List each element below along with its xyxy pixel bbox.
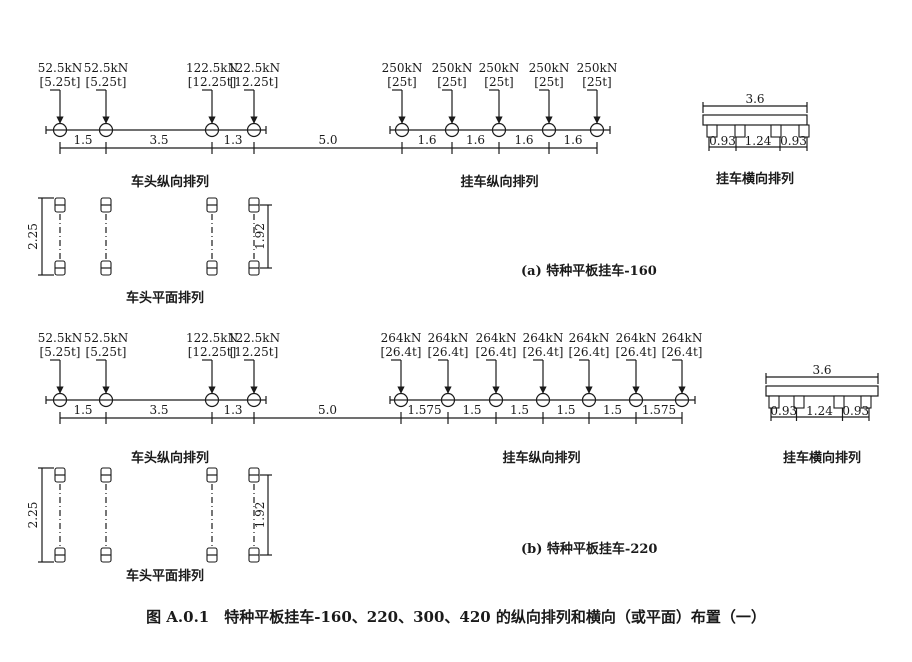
tractor-plan-label: 车头平面排列 <box>126 568 204 584</box>
spacing-value: 1.5 <box>556 403 575 417</box>
transverse-spacing-value: 1.24 <box>806 404 833 418</box>
spacing-value: 1.575 <box>407 403 441 417</box>
spacing-value: 1.5 <box>73 133 92 147</box>
plan-inner-value: 1.92 <box>253 223 267 250</box>
tractor-load-tonnage: [5.25t] <box>86 75 127 89</box>
transverse-spacing-value: 0.93 <box>709 134 736 148</box>
tractor-plan-label: 车头平面排列 <box>126 290 204 306</box>
trailer-load-tonnage: [26.4t] <box>523 345 564 359</box>
trailer-load-label: 250kN <box>382 61 423 75</box>
trailer-load-tonnage: [26.4t] <box>381 345 422 359</box>
trailer-load-label: 264kN <box>476 331 517 345</box>
trailer-load-tonnage: [26.4t] <box>569 345 610 359</box>
trailer-load-label: 264kN <box>523 331 564 345</box>
transverse-wheel <box>860 395 872 409</box>
tractor-longitudinal-label: 车头纵向排列 <box>131 174 209 190</box>
transverse-wheel <box>706 124 718 138</box>
tractor-load-tonnage: [5.25t] <box>40 345 81 359</box>
trailer-load-label: 264kN <box>662 331 703 345</box>
spacing-value: 1.3 <box>223 403 242 417</box>
transverse-spacing-value: 0.93 <box>842 404 869 418</box>
gap-value: 5.0 <box>318 403 337 417</box>
spacing-value: 1.6 <box>563 133 582 147</box>
plan-inner-value: 1.92 <box>253 502 267 529</box>
trailer-load-tonnage: [25t] <box>387 75 416 89</box>
spacing-value: 1.5 <box>462 403 481 417</box>
spacing-value: 1.6 <box>466 133 485 147</box>
trailer-load-label: 264kN <box>381 331 422 345</box>
transverse-wheel <box>768 395 780 409</box>
trailer-load-label: 250kN <box>577 61 618 75</box>
transverse-wheel <box>770 124 782 138</box>
plan-width-value: 2.25 <box>26 223 40 250</box>
transverse-spacing-value: 0.93 <box>770 404 797 418</box>
tractor-load-label: 122.5kN <box>186 61 238 75</box>
tractor-load-label: 52.5kN <box>38 61 83 75</box>
panel-caption: (a) 特种平板挂车-160 <box>521 263 657 279</box>
transverse-width-value: 3.6 <box>812 363 831 377</box>
transverse-label: 挂车横向排列 <box>716 171 794 187</box>
trailer-load-label: 250kN <box>479 61 520 75</box>
spacing-value: 1.6 <box>417 133 436 147</box>
plan-width-value: 2.25 <box>26 502 40 529</box>
panel-a: 52.5kN[5.25t]52.5kN[5.25t] 122.5kN[12.25t… <box>26 61 810 306</box>
spacing-value: 3.5 <box>149 133 168 147</box>
tractor-load-tonnage: [5.25t] <box>86 345 127 359</box>
transverse-wheel <box>734 124 746 138</box>
trailer-load-tonnage: [26.4t] <box>662 345 703 359</box>
spacing-value: 1.575 <box>642 403 676 417</box>
spacing-value: 1.6 <box>514 133 533 147</box>
trailer-load-label: 250kN <box>432 61 473 75</box>
trailer-load-label: 264kN <box>616 331 657 345</box>
trailer-load-tonnage: [25t] <box>484 75 513 89</box>
spacing-value: 1.5 <box>603 403 622 417</box>
tractor-load-label: 122.5kN <box>228 331 280 345</box>
spacing-value: 1.5 <box>73 403 92 417</box>
tractor-load-tonnage: [12.25t] <box>188 345 237 359</box>
transverse-wheel <box>833 395 845 409</box>
trailer-load-tonnage: [25t] <box>582 75 611 89</box>
panel-b: 52.5kN[5.25t]52.5kN[5.25t] 122.5kN[12.25t… <box>26 331 879 584</box>
transverse-label: 挂车横向排列 <box>783 450 861 466</box>
tractor-load-label: 122.5kN <box>186 331 238 345</box>
tractor-load-label: 52.5kN <box>84 61 129 75</box>
trailer-longitudinal-label: 挂车纵向排列 <box>460 174 538 190</box>
panel-caption: (b) 特种平板挂车-220 <box>521 541 657 557</box>
trailer-deck <box>765 385 879 397</box>
tractor-load-tonnage: [5.25t] <box>40 75 81 89</box>
transverse-width-value: 3.6 <box>745 92 764 106</box>
spacing-value: 1.5 <box>510 403 529 417</box>
transverse-wheel <box>793 395 805 409</box>
tractor-load-label: 52.5kN <box>84 331 129 345</box>
tractor-load-tonnage: [12.25t] <box>230 75 279 89</box>
trailer-deck <box>702 114 808 126</box>
trailer-load-tonnage: [26.4t] <box>428 345 469 359</box>
transverse-spacing-value: 1.24 <box>745 134 772 148</box>
transverse-spacing-value: 0.93 <box>780 134 807 148</box>
figure-caption: 图 A.0.1 特种平板挂车-160、220、300、420 的纵向排列和横向（… <box>146 608 766 626</box>
tractor-longitudinal-label: 车头纵向排列 <box>131 450 209 466</box>
trailer-longitudinal-label: 挂车纵向排列 <box>502 450 580 466</box>
tractor-load-label: 122.5kN <box>228 61 280 75</box>
trailer-load-tonnage: [25t] <box>437 75 466 89</box>
trailer-load-label: 264kN <box>569 331 610 345</box>
tractor-load-tonnage: [12.25t] <box>188 75 237 89</box>
trailer-load-label: 250kN <box>529 61 570 75</box>
transverse-wheel <box>798 124 810 138</box>
gap-value: 5.0 <box>318 133 337 147</box>
spacing-value: 1.3 <box>223 133 242 147</box>
trailer-load-tonnage: [26.4t] <box>616 345 657 359</box>
tractor-load-tonnage: [12.25t] <box>230 345 279 359</box>
trailer-load-label: 264kN <box>428 331 469 345</box>
tractor-load-label: 52.5kN <box>38 331 83 345</box>
spacing-value: 3.5 <box>149 403 168 417</box>
trailer-load-tonnage: [25t] <box>534 75 563 89</box>
trailer-load-tonnage: [26.4t] <box>476 345 517 359</box>
